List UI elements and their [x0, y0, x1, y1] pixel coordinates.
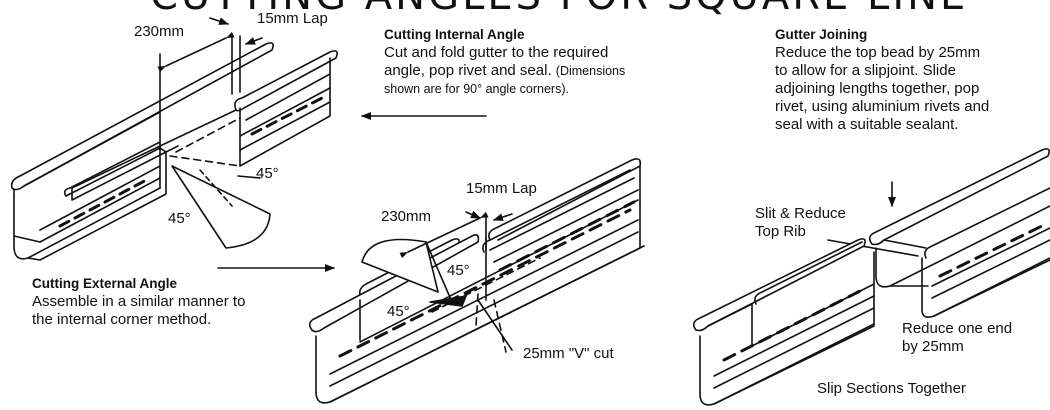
internal-angle-label-a: 45°	[256, 165, 279, 182]
external-angle-label-b: 45°	[387, 303, 410, 320]
internal-desc-line-1: Cut and fold gutter to the required	[384, 44, 609, 61]
internal-angle-label-b: 45°	[168, 210, 191, 227]
external-angle-label-a: 45°	[447, 262, 470, 279]
internal-desc-line-2-note: (Dimensions	[555, 64, 626, 78]
gutter-joining-heading: Gutter Joining	[775, 27, 868, 42]
reduce-end-label: Reduce one end by 25mm	[902, 320, 1012, 356]
slit-reduce-label: Slit & Reduce Top Rib	[755, 205, 846, 241]
internal-angle-gutter	[10, 17, 338, 261]
external-dimension-lap: 15mm Lap	[466, 180, 537, 197]
slit-reduce-line-2: Top Rib	[755, 223, 806, 240]
v-cut-label: 25mm "V" cut	[523, 345, 614, 362]
external-angle-gutter	[308, 158, 645, 404]
external-desc-line-2: the internal corner method.	[32, 311, 212, 328]
reduce-end-line-2: by 25mm	[902, 338, 964, 355]
joining-desc-line-3: adjoining lengths together, pop	[775, 80, 980, 97]
external-angle-heading: Cutting External Angle	[32, 276, 178, 291]
slit-reduce-line-1: Slit & Reduce	[755, 205, 846, 222]
internal-desc-line-2: angle, pop rivet and seal. (Dimensions	[384, 62, 625, 80]
page-title: CUTTING ANGLES FOR SQUARE LINE	[150, 0, 965, 16]
internal-dimension-230: 230mm	[134, 23, 185, 40]
external-angle-description: Assemble in a similar manner to the inte…	[32, 293, 245, 329]
internal-dimension-lap: 15mm Lap	[257, 10, 328, 27]
gutter-joining-description: Reduce the top bead by 25mm to allow for…	[775, 44, 989, 134]
joining-desc-line-5: seal with a suitable sealant.	[775, 116, 959, 133]
joining-desc-line-1: Reduce the top bead by 25mm	[775, 44, 981, 61]
joining-lower-section	[692, 238, 875, 406]
slip-sections-label: Slip Sections Together	[817, 380, 966, 397]
reduce-end-line-1: Reduce one end	[902, 320, 1013, 337]
external-dimension-230: 230mm	[381, 208, 432, 225]
joining-upper-section	[827, 148, 1050, 318]
internal-angle-description: Cut and fold gutter to the required angl…	[384, 44, 625, 98]
internal-desc-line-3: shown are for 90° angle corners).	[384, 82, 569, 96]
internal-desc-line-2-main: angle, pop rivet and seal.	[384, 62, 552, 79]
internal-angle-heading: Cutting Internal Angle	[384, 27, 525, 42]
joining-desc-line-4: rivet, using aluminium rivets and	[775, 98, 990, 115]
joining-desc-line-2: to allow for a slipjoint. Slide	[775, 62, 956, 79]
external-desc-line-1: Assemble in a similar manner to	[32, 293, 246, 310]
